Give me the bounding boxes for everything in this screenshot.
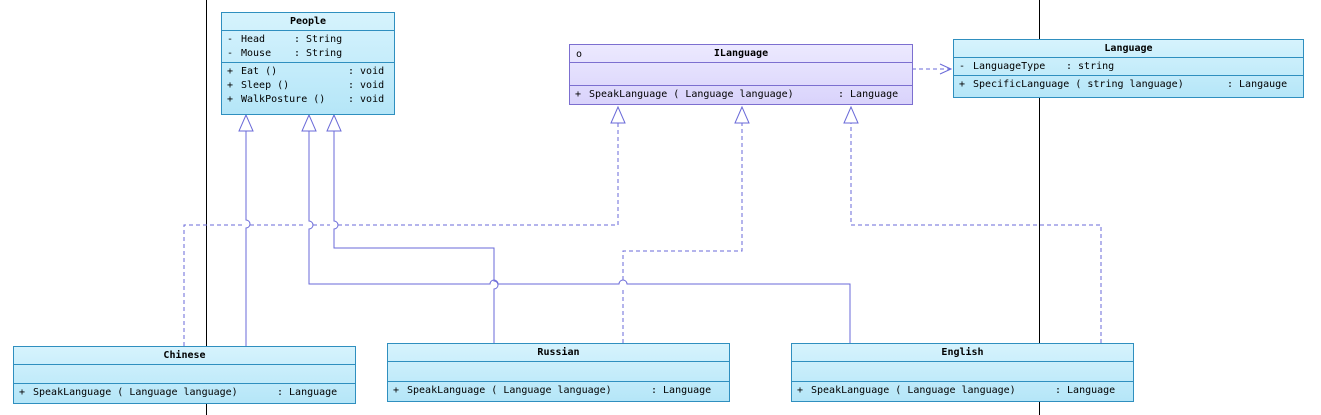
people-generalization-arrow-3 — [326, 113, 342, 132]
operation-row: +SpeakLanguage ( Language language): Lan… — [797, 385, 1116, 396]
operation-row: +SpeakLanguage ( Language language): Lan… — [393, 385, 712, 396]
class-chinese[interactable]: Chinese +SpeakLanguage ( Language langua… — [13, 346, 356, 404]
russian-realizes-ilanguage-line — [622, 123, 743, 343]
swimlane-divider-right — [1039, 0, 1040, 415]
english-inherits-people-line — [308, 131, 851, 343]
operation-row: +WalkPosture (): void — [227, 94, 385, 105]
chinese-realizes-ilanguage-line — [183, 123, 619, 346]
class-russian[interactable]: Russian +SpeakLanguage ( Language langua… — [387, 343, 730, 402]
class-russian-attributes — [388, 362, 729, 382]
operation-row: +Sleep (): void — [227, 80, 385, 91]
class-language-operations: +SpecificLanguage ( string language): La… — [954, 76, 1303, 93]
chinese-inherits-people-line — [245, 131, 251, 346]
class-people-attributes: -Head: String -Mouse: String — [222, 31, 394, 63]
class-russian-operations: +SpeakLanguage ( Language language): Lan… — [388, 382, 729, 399]
class-chinese-attributes — [14, 365, 355, 384]
dependency-arrowhead — [939, 63, 953, 75]
class-language-title: Language — [954, 40, 1303, 58]
russian-inherits-people-line — [333, 131, 499, 343]
class-language[interactable]: Language -LanguageType: string +Specific… — [953, 39, 1304, 98]
interface-lollipop-icon: o — [576, 49, 583, 60]
class-english[interactable]: English +SpeakLanguage ( Language langua… — [791, 343, 1134, 402]
people-generalization-arrow-1 — [238, 113, 254, 132]
operation-row: +SpecificLanguage ( string language): La… — [959, 79, 1288, 90]
class-english-attributes — [792, 362, 1133, 382]
swimlane-divider-left — [206, 0, 207, 415]
class-english-title: English — [792, 344, 1133, 362]
ilanguage-realization-arrow-2 — [734, 105, 750, 124]
class-people[interactable]: People -Head: String -Mouse: String +Eat… — [221, 12, 395, 115]
class-people-title: People — [222, 13, 394, 31]
attribute-row: -Head: String — [227, 34, 343, 45]
class-chinese-operations: +SpeakLanguage ( Language language): Lan… — [14, 384, 355, 401]
attribute-row: -LanguageType: string — [959, 61, 1115, 72]
attribute-row: -Mouse: String — [227, 48, 343, 59]
class-chinese-title: Chinese — [14, 347, 355, 365]
ilanguage-realization-arrow-1 — [610, 105, 626, 124]
class-people-operations: +Eat (): void +Sleep (): void +WalkPostu… — [222, 63, 394, 108]
people-generalization-arrow-2 — [301, 113, 317, 132]
operation-row: +SpeakLanguage ( Language language): Lan… — [19, 387, 338, 398]
interface-ilanguage-operations: +SpeakLanguage ( Language language): Lan… — [570, 86, 912, 103]
class-english-operations: +SpeakLanguage ( Language language): Lan… — [792, 382, 1133, 399]
english-realizes-ilanguage-line — [850, 123, 1102, 343]
class-russian-title: Russian — [388, 344, 729, 362]
class-language-attributes: -LanguageType: string — [954, 58, 1303, 76]
interface-ilanguage-attributes — [570, 63, 912, 86]
ilanguage-realization-arrow-3 — [843, 105, 859, 124]
operation-row: +Eat (): void — [227, 66, 385, 77]
operation-row: +SpeakLanguage ( Language language): Lan… — [575, 89, 899, 100]
